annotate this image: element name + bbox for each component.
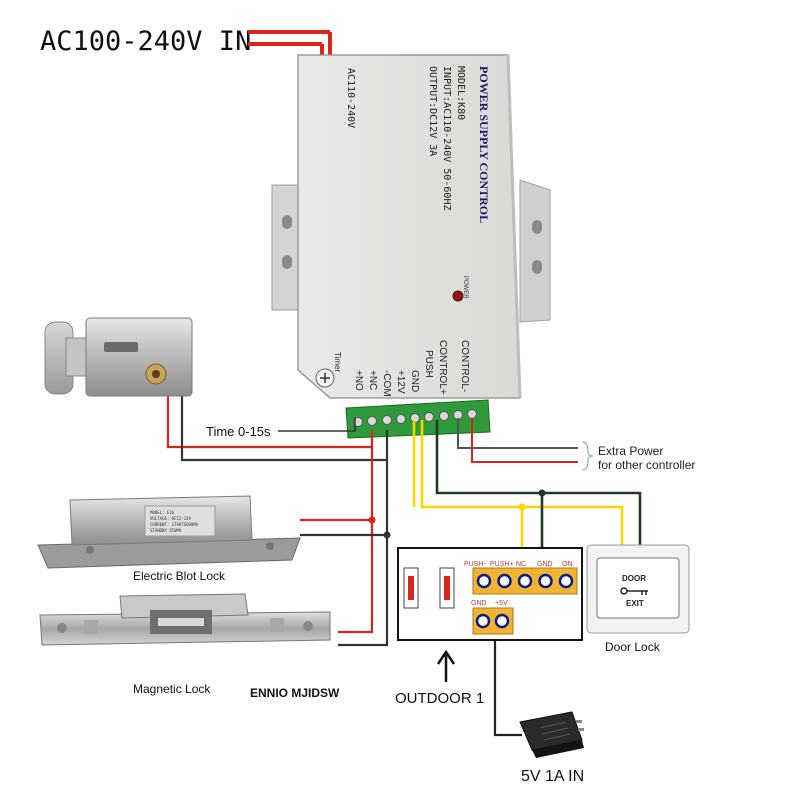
power-adapter-icon	[519, 711, 584, 758]
outdoor-top-terminal-labels: PUSH- PUSH+ NC GND ON	[464, 561, 573, 568]
blot-plate-line: STANDBY:350MA	[150, 528, 182, 533]
terminal-label: +12V	[395, 370, 406, 394]
terminal-label: CONTROL+	[437, 340, 448, 395]
time-label: Time 0-15s	[206, 424, 271, 439]
door-lock-label: Door Lock	[605, 640, 661, 654]
outdoor-terminal-dot-icon	[517, 573, 533, 589]
terminal-label: CONTROL-	[459, 340, 470, 392]
mount-hole-icon	[282, 215, 292, 229]
psu-model: MODEL:K80	[455, 66, 466, 120]
terminal-labels: +NO +NC -COM +12V GND PUSH CONTROL+ CONT…	[353, 340, 470, 397]
terminal-label: GND	[409, 370, 420, 392]
outdoor-terminal-label: ON	[562, 561, 573, 568]
terminal-screw-icon	[424, 412, 434, 422]
electric-blot-lock-label: Electric Blot Lock	[133, 569, 226, 583]
electric-bolt-lock-icon: MODEL: E16 VOLTAGE: DC12-24V CURRENT: ST…	[37, 495, 301, 569]
door-exit-switch-icon: DOOR EXIT	[586, 544, 690, 634]
door-switch-line2: EXIT	[626, 599, 644, 608]
psu-label-block: POWER SUPPLY CONTROL MODEL:K80 INPUT:AC1…	[427, 66, 491, 223]
wire-junction-icon	[538, 489, 546, 497]
outdoor-terminal-label: PUSH+	[490, 561, 514, 568]
adapter-label: 5V 1A IN	[521, 768, 584, 785]
power-supply-unit: POWER SUPPLY CONTROL MODEL:K80 INPUT:AC1…	[271, 54, 551, 439]
terminal-label: +NC	[367, 370, 378, 390]
outdoor-terminal-label: GND	[537, 561, 553, 568]
outdoor-terminal-label: GND	[471, 600, 487, 607]
outdoor-terminal-dot-icon	[475, 613, 491, 629]
terminal-screw-icon	[467, 409, 477, 419]
outdoor-terminal-label: PUSH-	[464, 561, 486, 568]
timer-label: Timer	[333, 352, 342, 372]
outdoor-panel	[397, 547, 583, 641]
ac-input-wires	[248, 30, 332, 58]
psu-input: INPUT:AC110-240V 50-60HZ	[441, 66, 452, 211]
wiring	[166, 395, 642, 737]
extra-power-line1: Extra Power	[598, 444, 663, 458]
outdoor-terminal-dot-icon	[476, 573, 492, 589]
magnetic-lock-label: Magnetic Lock	[133, 682, 211, 696]
mount-hole-icon	[532, 220, 542, 234]
key-icon	[620, 587, 648, 595]
ennio-label: ENNIO MJIDSW	[250, 686, 340, 700]
terminal-screw-icon	[367, 416, 377, 426]
blot-plate-line: CURRENT: STARTS600MA	[150, 522, 199, 527]
outdoor-terminal-label: NC	[516, 561, 526, 568]
terminal-screw-icon	[382, 415, 392, 425]
door-switch-line1: DOOR	[622, 574, 646, 583]
terminal-screw-icon	[396, 414, 406, 424]
magnetic-lock-icon	[39, 593, 331, 646]
blot-plate-line: MODEL: E16	[150, 510, 175, 515]
psu-title: POWER SUPPLY CONTROL	[477, 66, 491, 223]
outdoor-top-terminals	[476, 573, 574, 589]
wire-junction-icon	[383, 531, 391, 539]
wire-junction-icon	[368, 516, 376, 524]
outdoor-terminal-dot-icon	[497, 573, 512, 589]
terminal-label: -COM	[381, 370, 392, 397]
outdoor-terminal-dot-icon	[494, 613, 510, 629]
terminal-screw-icon	[439, 411, 449, 421]
outdoor-terminal-dot-icon	[538, 573, 553, 589]
outdoor-label: OUTDOOR 1	[395, 690, 484, 707]
terminal-block	[345, 399, 491, 439]
outdoor-terminal-label: +5V	[495, 600, 508, 607]
terminal-label: +NO	[353, 370, 364, 391]
ac-input-label: AC100-240V IN	[40, 26, 251, 57]
wire-junction-icon	[518, 503, 526, 511]
blot-plate-line: VOLTAGE: DC12-24V	[150, 516, 192, 521]
outdoor-terminal-dot-icon	[558, 573, 574, 589]
power-led-icon	[452, 290, 464, 302]
rim-lock-icon	[44, 317, 193, 397]
terminal-label: PUSH	[423, 350, 434, 378]
mount-hole-icon	[282, 255, 292, 269]
outdoor-bottom-terminal-labels: GND +5V	[471, 600, 508, 607]
power-led-label: POWER	[462, 276, 468, 299]
mount-hole-icon	[532, 260, 542, 274]
psu-ac-label: AC110-240V	[345, 68, 356, 128]
arrow-up-icon	[436, 649, 456, 682]
psu-output: OUTPUT:DC12V 3A	[427, 66, 438, 156]
extra-power-line2: for other controller	[598, 458, 695, 472]
outdoor-bottom-terminals	[475, 613, 510, 629]
